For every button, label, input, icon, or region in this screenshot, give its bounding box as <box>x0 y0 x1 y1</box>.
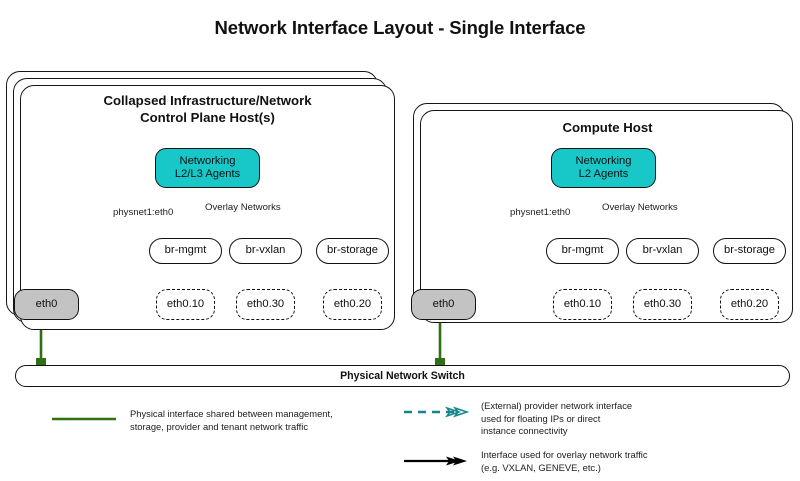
physical-interface-eth0-control-plane[interactable]: eth0 <box>14 289 79 320</box>
host-title-compute: Compute Host <box>562 120 653 135</box>
legend-label-overlay-network: Interface used for overlay network traff… <box>481 449 648 473</box>
legend-swatch-provider-network <box>404 406 470 418</box>
overlay-label-control-plane: Overlay Networks <box>205 202 281 213</box>
vlan-eth0-30-control-plane[interactable]: eth0.30 <box>236 289 295 320</box>
provider-label-compute: physnet1:eth0 <box>510 207 571 218</box>
bridge-br-vxlan-compute[interactable]: br-vxlan <box>626 238 699 264</box>
vlan-eth0-30-compute[interactable]: eth0.30 <box>633 289 692 320</box>
vlan-eth0-10-control-plane[interactable]: eth0.10 <box>156 289 215 320</box>
bridge-br-storage-control-plane[interactable]: br-storage <box>316 238 389 264</box>
legend-label-provider-network: (External) provider network interface us… <box>481 400 633 437</box>
host-title-control-plane: Collapsed Infrastructure/Network Control… <box>103 93 312 125</box>
vlan-eth0-20-compute[interactable]: eth0.20 <box>720 289 779 320</box>
vlan-eth0-20-control-plane[interactable]: eth0.20 <box>323 289 382 320</box>
physical-interface-eth0-compute[interactable]: eth0 <box>411 289 476 320</box>
overlay-label-compute: Overlay Networks <box>602 202 678 213</box>
vlan-eth0-10-compute[interactable]: eth0.10 <box>553 289 612 320</box>
legend-label-physical-interface: Physical interface shared between manage… <box>130 408 333 432</box>
page-title: Network Interface Layout - Single Interf… <box>214 17 586 38</box>
bridge-br-storage-compute[interactable]: br-storage <box>713 238 786 264</box>
bridge-br-mgmt-control-plane[interactable]: br-mgmt <box>149 238 222 264</box>
compute-card-layer-1 <box>420 110 793 323</box>
bridge-br-mgmt-compute[interactable]: br-mgmt <box>546 238 619 264</box>
physical-network-switch[interactable]: Physical Network Switch <box>15 365 790 387</box>
provider-label-control-plane: physnet1:eth0 <box>113 207 174 218</box>
bridge-br-vxlan-control-plane[interactable]: br-vxlan <box>229 238 302 264</box>
legend-swatch-overlay-network <box>404 456 467 466</box>
physical-link-compute <box>435 315 445 368</box>
networking-agents-control-plane[interactable]: Networking L2/L3 Agents <box>155 148 260 188</box>
networking-agents-compute[interactable]: Networking L2 Agents <box>551 148 656 188</box>
